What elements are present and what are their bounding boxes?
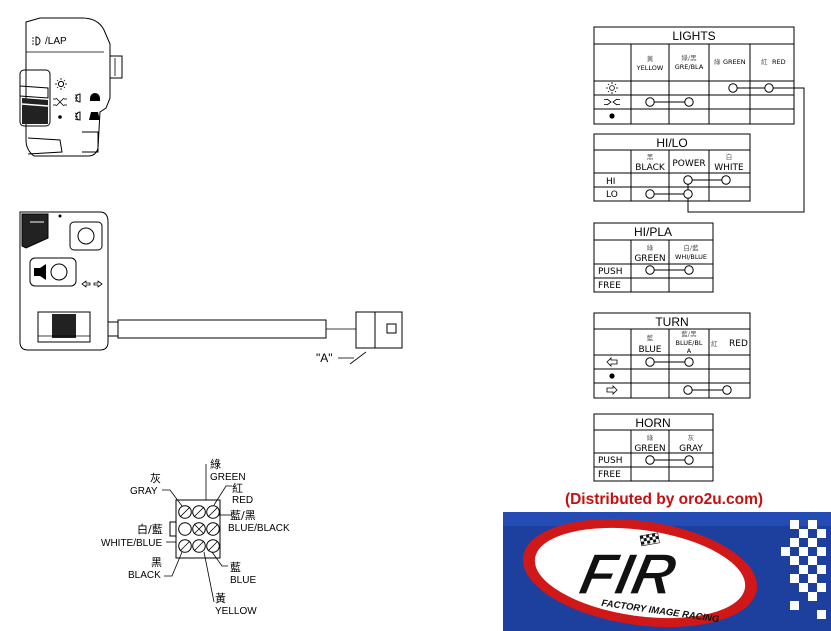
connector-a (355, 311, 403, 349)
turn-col-blue-black-cont: A (687, 347, 692, 355)
fir-logo-mark: FIR (574, 543, 681, 607)
high-beam-icon (75, 93, 100, 103)
hilo-col-black: BLACK (635, 163, 666, 173)
turn-table-title: TURN (655, 315, 688, 329)
blue-black-wire-label: BLUE/BLACK (228, 523, 290, 534)
turn-col-blue: BLUE (638, 345, 661, 355)
turn-table: TURN 藍 BLUE 藍/黑 BLUE/BL A 紅 RED (593, 312, 751, 399)
lower-switch-housing: "A" (19, 211, 403, 365)
horn-row-push: PUSH (598, 456, 623, 466)
hilo-col-white-cn: 白 (726, 152, 733, 161)
lights-table: LIGHTS 黃 YELLOW 綠/黑 GRE/BLA 綠 GREEN 紅 RE… (593, 26, 795, 125)
turn-signal-switch (37, 311, 91, 343)
hipla-col-green: GREEN (634, 254, 665, 264)
fir-logo: FIR FACTORY IMAGE RACING (503, 512, 831, 631)
gray-wire-label: GRAY (130, 486, 158, 497)
hilo-row-hi: HI (606, 177, 615, 187)
lights-row-headlight-on-icon (606, 82, 618, 94)
gray-wire-cn: 灰 (150, 471, 161, 485)
headlight-on-icon (55, 78, 67, 90)
horn-col-gray-cn: 灰 (688, 433, 695, 442)
blue-black-wire-cn: 藍/黑 (230, 509, 256, 522)
horn-row-free: FREE (598, 470, 621, 480)
red-wire-cn: 紅 (232, 482, 243, 495)
turn-arrows-icon (81, 280, 103, 288)
hi-pla-button (69, 221, 103, 251)
lights-col-gre-bla-cn: 綠/黑 (681, 53, 697, 62)
hilo-row-lo: LO (606, 190, 618, 200)
yellow-wire-cn: 黃 (215, 592, 226, 605)
blue-wire-label: BLUE (230, 575, 256, 586)
lights-col-red: RED (772, 58, 786, 66)
upper-switch-housing: /LAP (19, 17, 123, 157)
lights-row-off-dot-icon (609, 113, 615, 119)
hilo-table-title: HI/LO (656, 136, 687, 150)
turn-row-right-arrow-icon (606, 385, 618, 395)
lights-col-yellow: YELLOW (636, 64, 664, 72)
horn-col-gray: GRAY (679, 444, 703, 454)
hilo-col-power: POWER (672, 159, 705, 169)
hipla-col-whi-blue: WHI/BLUE (675, 253, 707, 261)
horn-col-green: GREEN (634, 444, 665, 454)
lights-col-gre-bla: GRE/BLA (675, 63, 704, 71)
black-wire-cn: 黑 (151, 556, 162, 569)
turn-col-blue-black-cn: 藍/黑 (681, 329, 697, 338)
turn-col-red: RED (729, 339, 748, 349)
pass-lap-label: /LAP (45, 36, 67, 47)
lights-table-title: LIGHTS (672, 29, 715, 43)
hipla-table: HI/PLA 綠 GREEN 白/藍 WHI/BLUE PUSH FREE (593, 222, 714, 293)
turn-col-blue-black: BLUE/BL (676, 339, 703, 347)
hipla-row-free: FREE (598, 281, 621, 291)
connector-a-label: "A" (316, 351, 333, 365)
hipla-col-whi-blue-cn: 白/藍 (683, 243, 699, 252)
lights-col-green-cn: 綠 (714, 57, 721, 66)
yellow-wire-label: YELLOW (215, 606, 257, 617)
hipla-row-push: PUSH (598, 267, 623, 277)
black-wire-label: BLACK (128, 570, 161, 581)
red-wire-label: RED (232, 495, 253, 506)
hilo-col-white: WHITE (714, 163, 744, 173)
horn-table-title: HORN (635, 416, 670, 430)
white-blue-wire-cn: 白/藍 (137, 522, 163, 536)
horn-icon (34, 264, 46, 280)
distributor-notice: (Distributed by oro2u.com) (565, 491, 763, 508)
blue-wire-cn: 藍 (230, 561, 241, 574)
hipla-table-title: HI/PLA (634, 225, 672, 239)
horn-table: HORN 綠 GREEN 灰 GRAY PUSH FREE (593, 413, 714, 482)
green-wire-label: GREEN (210, 472, 246, 483)
low-beam-icon (74, 111, 100, 121)
lights-to-hilo-wire (687, 87, 805, 213)
lights-col-yellow-cn: 黃 (647, 54, 654, 63)
hilo-table: HI/LO 黑 BLACK POWER 白 WHITE HI LO (593, 133, 751, 202)
passing-light-icon (32, 36, 41, 46)
lights-col-green: GREEN (723, 58, 746, 66)
horn-button (50, 263, 68, 281)
hilo-col-black-cn: 黑 (647, 153, 654, 161)
green-wire-cn: 綠 (210, 458, 221, 471)
turn-row-left-arrow-icon (606, 357, 618, 367)
off-dot-icon (58, 115, 62, 119)
hipla-col-green-cn: 綠 (647, 243, 654, 252)
connector-pinout: 灰 GRAY 綠 GREEN 紅 RED 藍/黑 BLUE/BLACK 白/藍 … (101, 458, 290, 617)
lights-col-red-cn: 紅 (761, 57, 768, 66)
horn-col-green-cn: 綠 (647, 433, 654, 442)
turn-col-blue-cn: 藍 (647, 333, 654, 342)
white-blue-wire-label: WHITE/BLUE (101, 538, 162, 549)
checkered-flag-icon (781, 520, 826, 619)
lights-row-position-light-icon (604, 98, 620, 106)
turn-col-red-cn: 紅 (711, 339, 718, 348)
position-light-icon (53, 97, 67, 107)
turn-row-off-dot-icon (609, 373, 615, 379)
